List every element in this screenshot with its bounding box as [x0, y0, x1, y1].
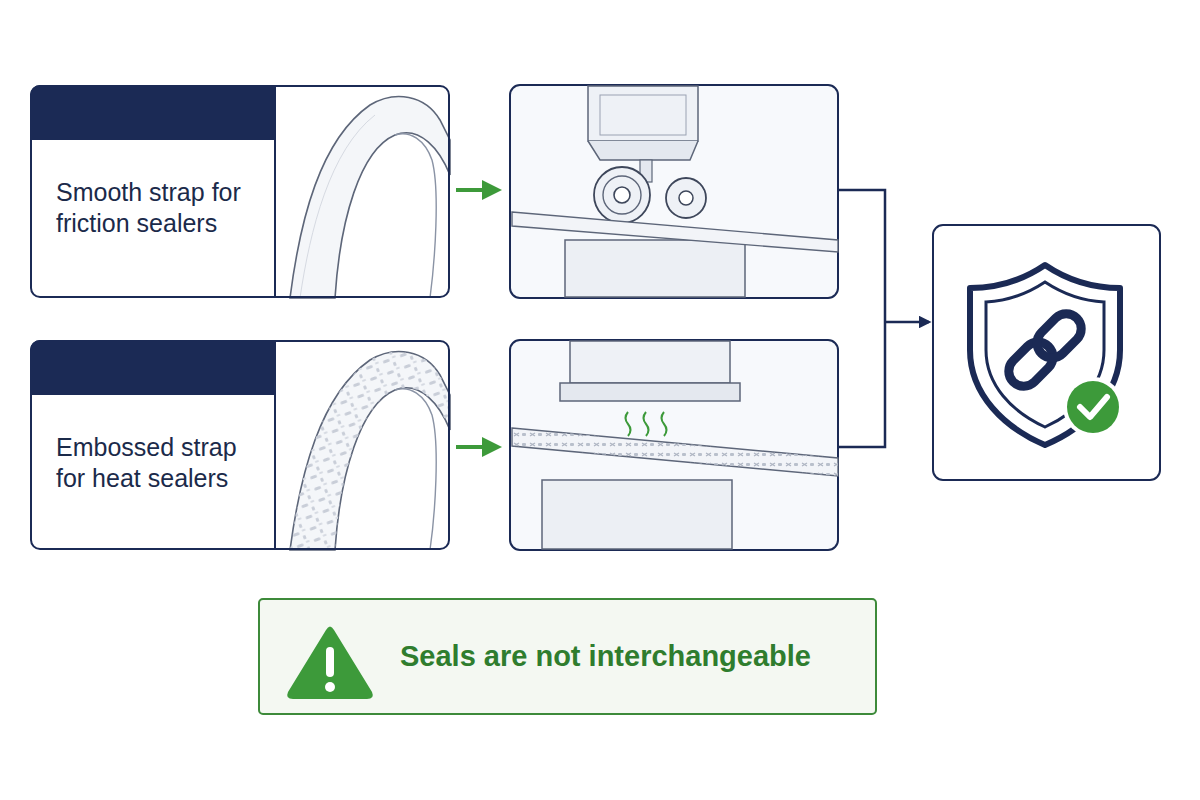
strap-label: Embossed strap for heat sealers — [56, 432, 271, 494]
strap-card-art — [30, 340, 450, 550]
warning-box: Seals are not interchangeable — [258, 598, 877, 715]
friction-sealer-illustration — [510, 85, 838, 298]
strap-card: Embossed strap for heat sealers — [30, 340, 450, 550]
warning-text: Seals are not interchangeable — [260, 640, 833, 673]
secure-seal-icon — [933, 225, 1160, 480]
merge-connector — [838, 190, 929, 447]
warning-icon — [258, 598, 877, 715]
strap-card-art — [30, 85, 450, 298]
flow-arrow — [456, 190, 498, 447]
heat-sealer-illustration — [510, 340, 838, 550]
strap-label: Smooth strap for friction sealers — [56, 177, 271, 239]
strap-card: Smooth strap for friction sealers — [30, 85, 450, 298]
